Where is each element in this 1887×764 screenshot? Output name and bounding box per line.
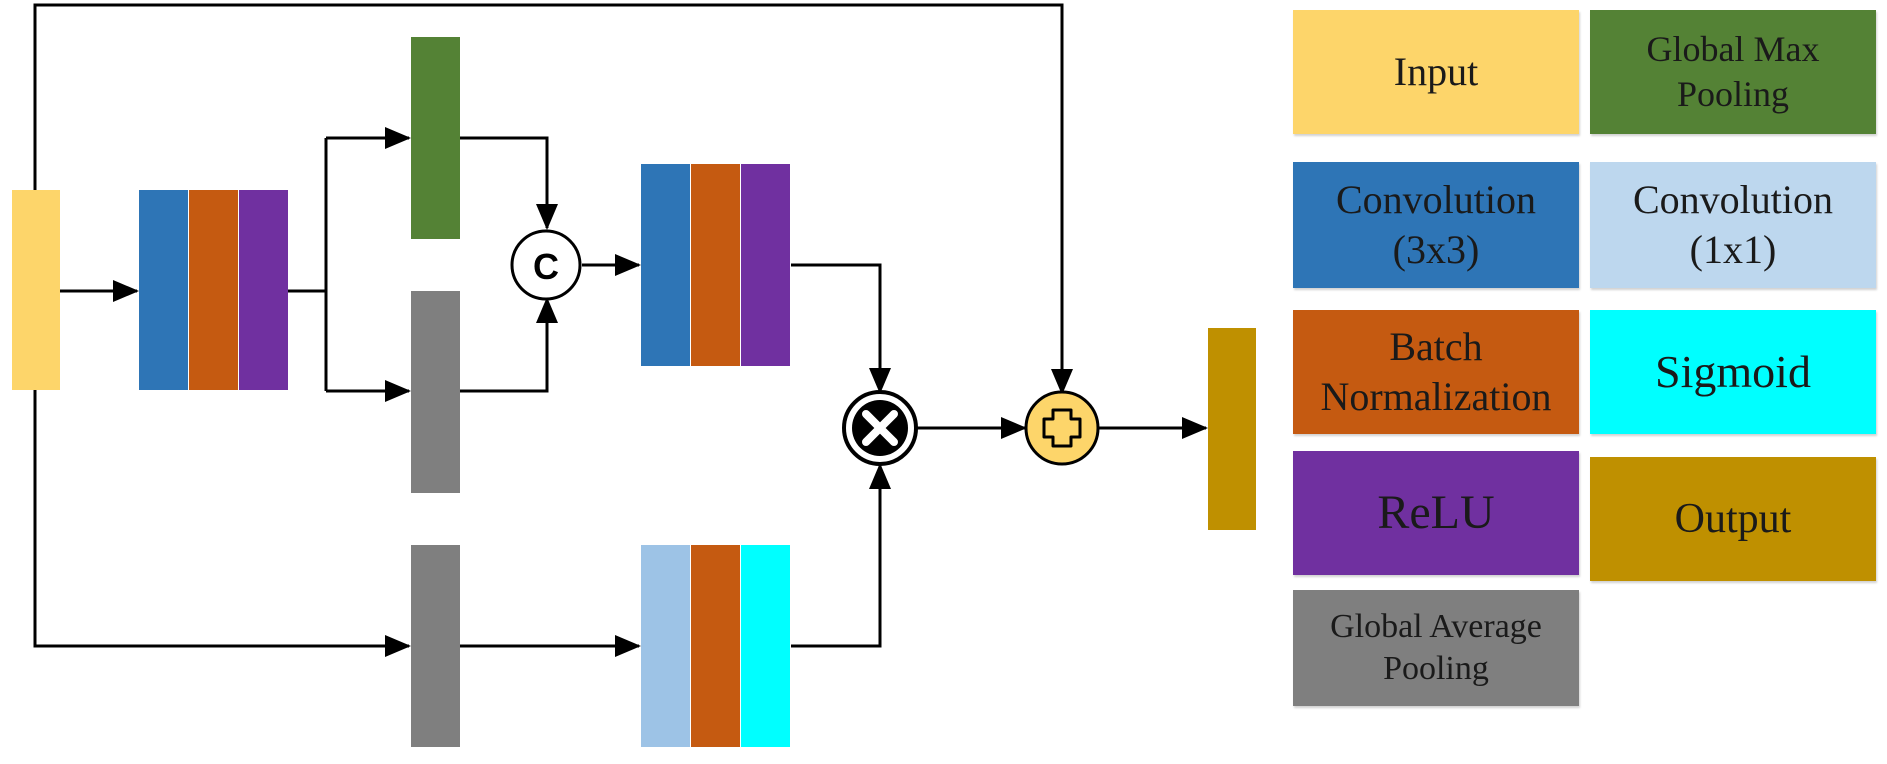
conv-bn-relu-block-1 — [139, 190, 288, 390]
legend-input: Input — [1293, 10, 1579, 134]
block2-to-multiply-arrow — [791, 263, 891, 394]
global-max-pooling-block — [411, 37, 460, 239]
block3-to-multiply-arrow — [791, 463, 891, 648]
legend-sigmoid: Sigmoid — [1590, 310, 1876, 434]
output-block — [1208, 328, 1256, 530]
conv-bn-relu-block-2 — [641, 164, 790, 366]
skip-connection-arrow — [33, 3, 1073, 395]
legend-output: Output — [1590, 457, 1876, 581]
legend-sigmoid-label: Sigmoid — [1655, 346, 1811, 398]
gmp-to-concat-arrow — [460, 136, 558, 230]
legend-gap-label: Global Average Pooling — [1330, 607, 1542, 688]
connectors — [33, 3, 1208, 657]
legend-conv1x1-label: Convolution (1x1) — [1632, 177, 1834, 272]
legend-bn-label: Batch Normalization — [1320, 324, 1552, 419]
legend-batch-normalization: Batch Normalization — [1293, 310, 1579, 434]
batch-norm-layer — [691, 545, 740, 747]
global-avg-pooling-block — [411, 291, 460, 493]
concat-node: C — [510, 229, 582, 301]
batch-norm-layer — [691, 164, 740, 366]
gap-to-concat-arrow — [460, 297, 558, 393]
legend-relu: ReLU — [1293, 451, 1579, 575]
relu-layer — [741, 164, 790, 366]
lower-path-arrow — [33, 390, 411, 657]
legend-conv1x1: Convolution (1x1) — [1590, 162, 1876, 288]
input-block — [12, 190, 60, 390]
conv1x1-bn-sigmoid-block — [641, 545, 790, 747]
legend-input-label: Input — [1393, 49, 1479, 94]
batch-norm-layer — [189, 190, 238, 390]
relu-layer — [239, 190, 288, 390]
legend-output-label: Output — [1674, 495, 1792, 542]
multiply-node — [842, 390, 918, 466]
legend-gmp-label: Global Max Pooling — [1646, 29, 1820, 114]
global-avg-pooling-block-2 — [411, 545, 460, 747]
legend-relu-label: ReLU — [1377, 486, 1495, 539]
add-node — [1024, 390, 1100, 466]
legend-global-average-pooling: Global Average Pooling — [1293, 590, 1579, 706]
legend-conv3x3: Convolution (3x3) — [1293, 162, 1579, 288]
legend-global-max-pooling: Global Max Pooling — [1590, 10, 1876, 134]
conv3x3-layer — [641, 164, 690, 366]
sigmoid-layer — [741, 545, 790, 747]
conv3x3-layer — [139, 190, 188, 390]
concat-label: C — [533, 246, 559, 287]
legend-conv3x3-label: Convolution (3x3) — [1335, 177, 1537, 272]
conv1x1-layer — [641, 545, 690, 747]
